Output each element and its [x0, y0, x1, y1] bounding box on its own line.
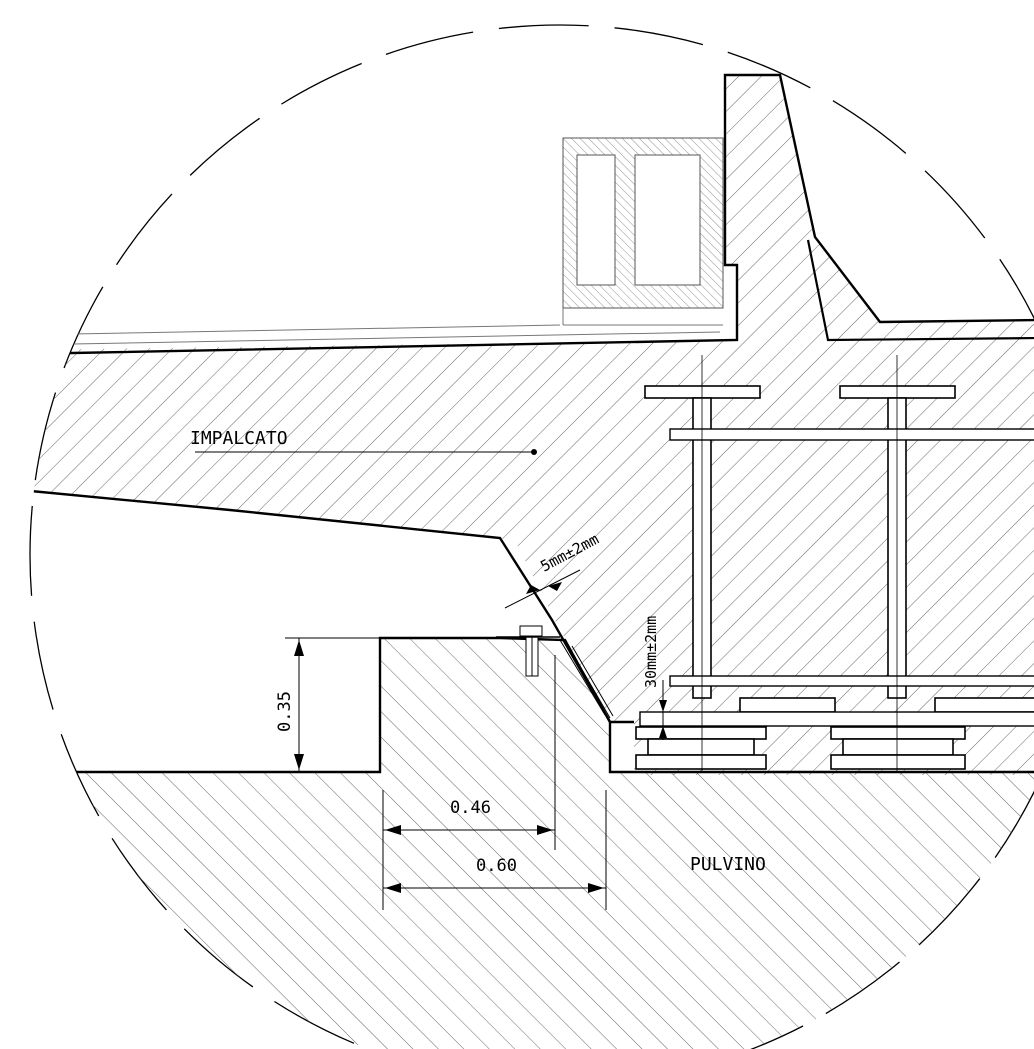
gap-slope-dim-line [504, 569, 581, 609]
inner-width-arrow-right [537, 825, 553, 835]
pavement-line-2 [30, 331, 721, 346]
transverse-plate-bottom [669, 675, 1034, 687]
gap-vertical-arrow-1 [659, 700, 667, 712]
inner-width-arrow-left [385, 825, 401, 835]
gap-slope-arrow-1 [526, 585, 540, 594]
height-arrow-top [294, 640, 304, 656]
bearing-left [635, 726, 767, 770]
outer-width-arrow-left [385, 883, 401, 893]
bearing-plate-right [934, 697, 1034, 713]
pavement-line [30, 324, 561, 336]
deck-section [30, 75, 1034, 775]
bearing-base-plate [639, 711, 1034, 727]
bearing-right [830, 726, 966, 770]
outer-width-arrow-right [588, 883, 604, 893]
anchor-bolt [496, 625, 560, 677]
transverse-plate-top [669, 428, 1034, 441]
deck-outline [30, 488, 634, 724]
pier-cap-label: PULVINO [690, 854, 766, 875]
outer-width-label: 0.60 [476, 856, 517, 876]
pier-cap-section [30, 638, 1034, 1049]
height-arrow-bottom [294, 754, 304, 770]
deck-label: IMPALCATO [190, 428, 288, 449]
barrier-section [562, 137, 724, 326]
gap-vertical-label: 30mm±2mm [642, 616, 660, 688]
deck-top-outline [30, 73, 1034, 356]
inner-width-label: 0.46 [450, 798, 491, 818]
detail-circle [29, 24, 1034, 1049]
parapet-inner-line [806, 239, 1034, 342]
bearing-plate-left [739, 697, 836, 713]
gap-slope-arrow-2 [548, 582, 562, 591]
deck-leader-dot [531, 449, 537, 455]
gap-vertical-arrow-2 [659, 726, 667, 738]
height-label: 0.35 [275, 691, 295, 732]
neoprene-strip [559, 639, 614, 719]
